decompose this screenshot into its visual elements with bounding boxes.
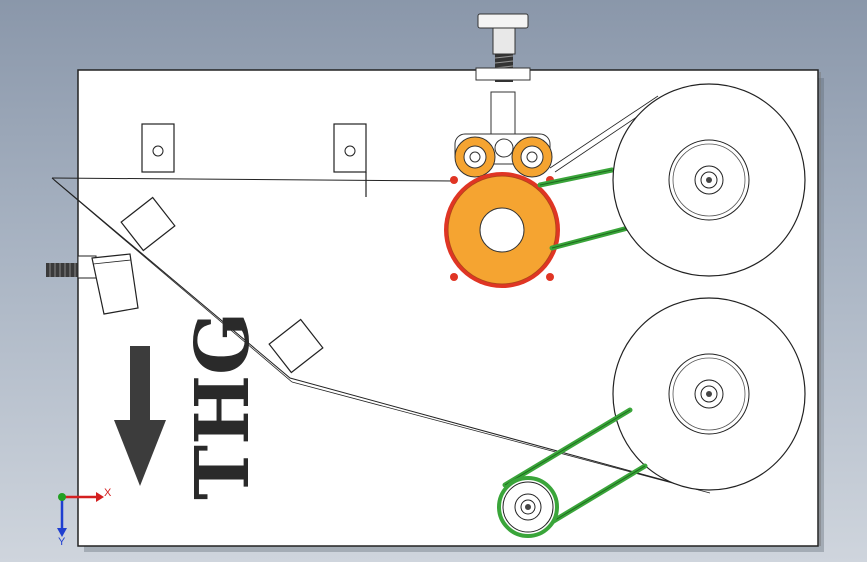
sensor-edge [92, 259, 132, 265]
drive-roller-bore [479, 207, 525, 253]
guide-block-upper [120, 196, 176, 252]
guide-block-lower [268, 318, 324, 374]
idler-axle [525, 504, 531, 510]
web-to-supply-upper [549, 95, 659, 169]
pinch-center-pin [494, 138, 514, 158]
peel-plate-edge [53, 179, 293, 383]
mount-bolt-bl [450, 273, 458, 281]
sensor-body [91, 253, 139, 315]
y-axis-arrow [57, 528, 67, 537]
tension-knob[interactable] [477, 13, 529, 29]
screw-block [475, 67, 531, 81]
axis-triad-icon[interactable]: X Y [57, 487, 112, 548]
supply-reel-core-inner [672, 143, 746, 217]
z-axis-origin [58, 493, 66, 501]
pinch-roller-right-axle [526, 151, 538, 163]
y-axis-label: Y [58, 536, 66, 548]
knob-stem [492, 27, 516, 55]
rewind-axle [706, 391, 712, 397]
web-return-edge [291, 381, 711, 494]
rewind-reel-core-inner [672, 357, 746, 431]
bracket-hole-left [152, 145, 164, 157]
supply-axle [706, 177, 712, 183]
upper-belt-edge [539, 169, 629, 249]
mount-bolt-br [546, 273, 554, 281]
guide-bracket-right [333, 123, 367, 173]
pinch-roller-left-axle [469, 151, 481, 163]
web-upper-path [51, 177, 456, 182]
rod-threads [49, 263, 76, 277]
pinch-arm [490, 91, 516, 135]
brand-label: THG [180, 312, 266, 500]
x-axis-label: X [104, 487, 112, 499]
mount-bolt-tl [450, 176, 458, 184]
lower-belt-edge [504, 409, 646, 529]
x-axis-arrow [96, 492, 104, 502]
bracket-hole-right [344, 145, 356, 157]
arrow-down-icon [114, 346, 166, 486]
